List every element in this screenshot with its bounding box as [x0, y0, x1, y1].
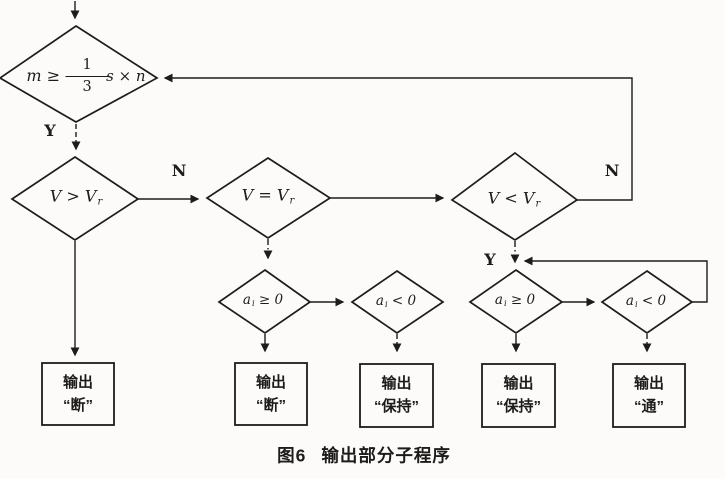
decision-m-threshold-label: m ≥ 1 3 s × n: [26, 58, 145, 94]
ai-ge-mid-sub: i: [251, 298, 255, 309]
decision-ai-ge-0-mid-label: ai ≥ 0: [242, 292, 284, 309]
fraction-numerator: 1: [82, 57, 92, 73]
output-box-duan-left: 输出 “断”: [42, 363, 114, 425]
output-box-tong-right: 输出 “通”: [613, 364, 685, 427]
ai-lt-right-sub: i: [634, 299, 638, 310]
output-line2: “断”: [62, 396, 93, 414]
branch-label-vlt-no: N: [604, 161, 620, 180]
decision-v-gt-vr-label: V > Vr: [49, 186, 103, 208]
output-line2: “保持”: [495, 398, 541, 415]
decision-ai-lt-0-right-shape: [600, 269, 694, 335]
decision-ai-ge-0-right-label: ai ≥ 0: [494, 292, 536, 309]
decision-v-eq-vr-label: V = Vr: [241, 185, 295, 207]
v-lt-base: V < V: [487, 188, 535, 208]
decision-ai-ge-0-right-shape: [468, 268, 564, 335]
ai-ge-right-sub: i: [503, 298, 507, 309]
ai-lt-mid-base: a: [375, 293, 384, 310]
figure-caption: 图6 输出部分子程序: [277, 443, 451, 468]
connector-ailt-right-feedback: [523, 256, 708, 303]
fraction-denominator: 3: [82, 78, 92, 95]
decision-m-threshold-shape: [0, 24, 159, 123]
decision-v-gt-vr-shape: [10, 155, 140, 242]
branch-label-vlt-yes: Y: [484, 250, 496, 269]
output-box-baochi-right-shape: [481, 363, 556, 428]
output-box-baochi-mid: 输出 “保持”: [360, 364, 433, 427]
output-line1: 输出: [62, 373, 93, 391]
ai-lt-right-base: a: [625, 293, 634, 310]
ai-lt-mid-rest: < 0: [387, 293, 417, 310]
decision-v-lt-vr-shape: [450, 151, 579, 242]
decision-ai-lt-0-right-label: ai < 0: [625, 293, 667, 310]
m-threshold-fraction: 1 3: [65, 57, 110, 95]
ai-ge-right-rest: ≥ 0: [506, 292, 536, 309]
m-threshold-rhs: s × n: [106, 66, 146, 85]
ai-lt-right-rest: < 0: [637, 293, 667, 310]
output-line1: 输出: [255, 373, 286, 391]
output-box-duan-mid: 输出 “断”: [235, 363, 307, 425]
output-line1: 输出: [633, 375, 664, 392]
ai-ge-mid-base: a: [242, 292, 251, 309]
fraction-bar: [65, 75, 110, 77]
output-line2: “通”: [633, 398, 664, 415]
ai-lt-mid-sub: i: [384, 299, 388, 310]
v-lt-sub: r: [535, 198, 541, 210]
decision-v-lt-vr-label: V < Vr: [487, 188, 541, 210]
v-eq-base: V = V: [241, 185, 289, 205]
connector-vlt-no-feedback: [163, 73, 633, 201]
v-gt-sub: r: [97, 196, 103, 208]
output-line1: 输出: [503, 375, 534, 392]
decision-ai-ge-0-mid-shape: [217, 268, 312, 335]
figure-title: 输出部分子程序: [321, 445, 451, 466]
output-box-tong-right-shape: [612, 363, 686, 428]
branch-label-top-yes: Y: [44, 121, 56, 140]
output-box-baochi-right: 输出 “保持”: [482, 364, 555, 427]
v-eq-sub: r: [289, 195, 295, 207]
output-box-duan-left-shape: [41, 362, 115, 426]
m-threshold-lhs: m ≥: [26, 66, 61, 85]
decision-ai-lt-0-mid-shape: [350, 269, 445, 335]
output-box-baochi-mid-shape: [359, 363, 434, 428]
output-line2: “断”: [255, 396, 286, 414]
decision-v-eq-vr-shape: [205, 156, 332, 240]
decision-ai-lt-0-mid-label: ai < 0: [375, 293, 417, 310]
branch-label-vgt-no: N: [171, 161, 187, 180]
v-gt-base: V > V: [49, 186, 97, 206]
ai-ge-right-base: a: [494, 292, 503, 309]
output-line2: “保持”: [373, 398, 419, 415]
ai-ge-mid-rest: ≥ 0: [254, 292, 284, 309]
output-line1: 输出: [381, 375, 412, 392]
figure-number: 图6: [277, 445, 307, 466]
output-box-duan-mid-shape: [234, 362, 308, 426]
